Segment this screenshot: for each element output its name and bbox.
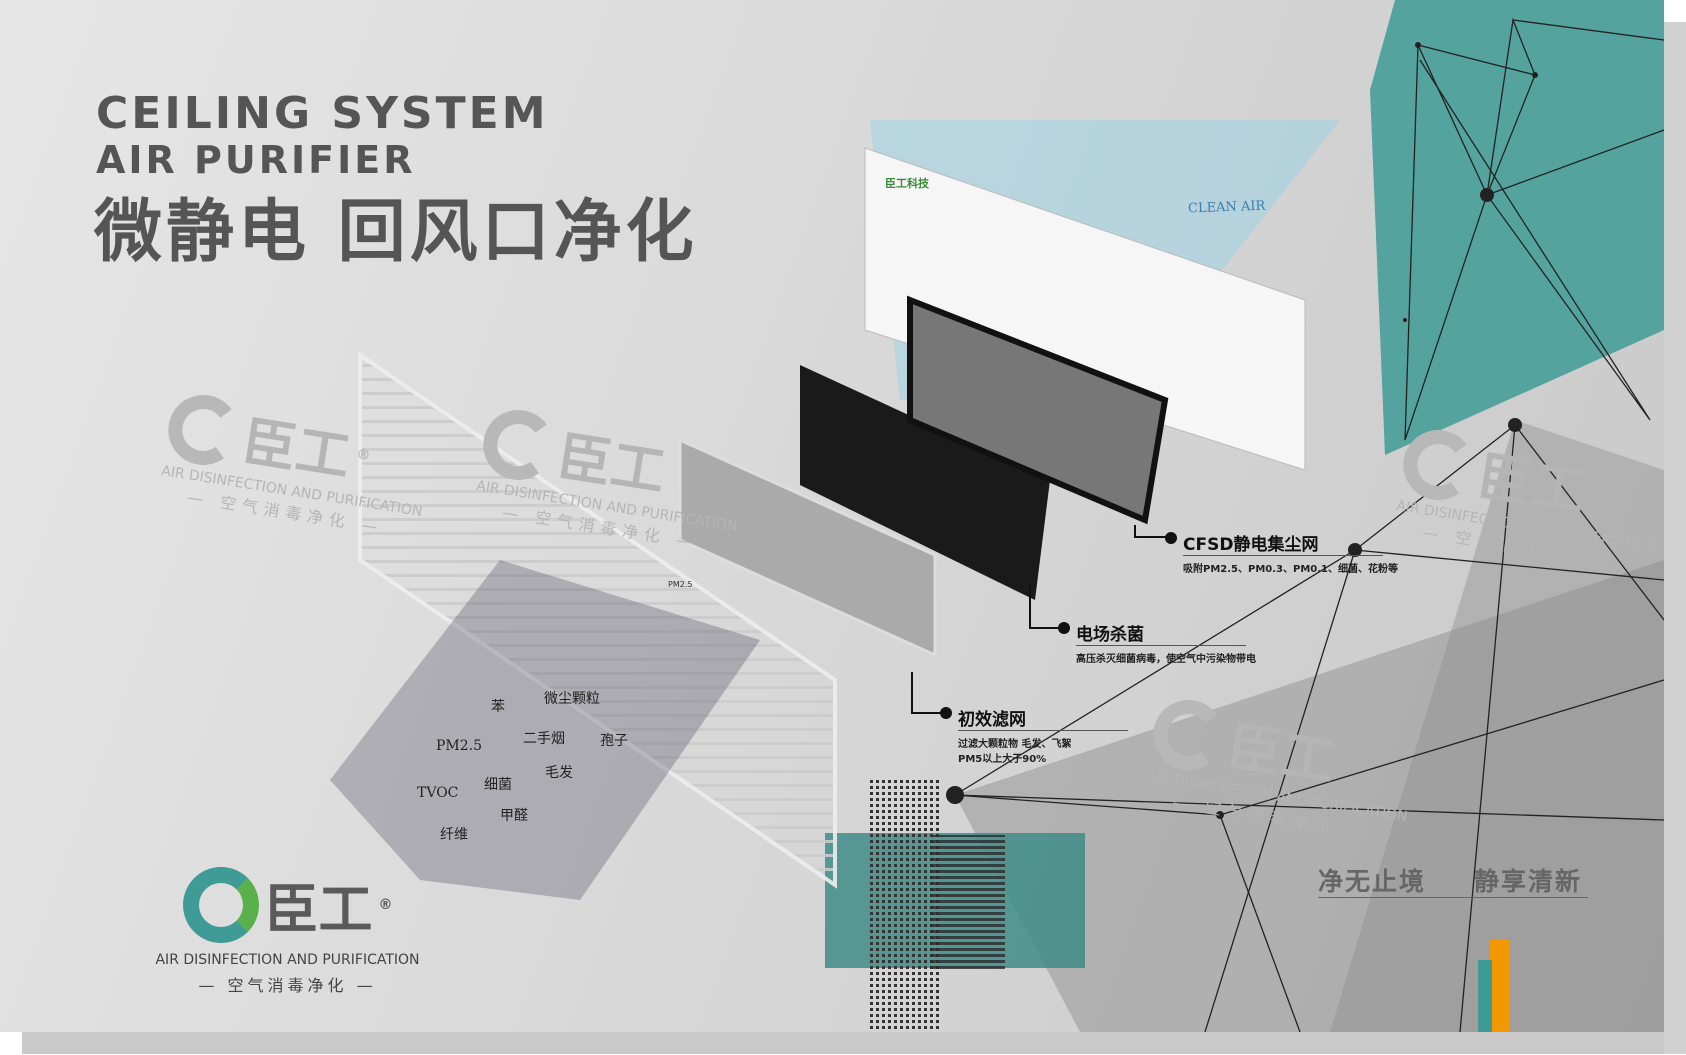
callout-dot: [1165, 532, 1177, 544]
callout-line: [1134, 525, 1170, 538]
component-desc: 高压杀灭细菌病毒，使空气中污染物带电: [1076, 654, 1256, 665]
pollutant-label: 孢子: [600, 733, 628, 749]
callout-dot: [1058, 622, 1070, 634]
component-desc: PM5以上大于90%: [958, 754, 1047, 765]
pollutant-label: 毛发: [545, 765, 573, 781]
divider: [1076, 645, 1246, 646]
divider: [958, 730, 1128, 731]
teal-bar: [1478, 960, 1492, 1032]
brand-name: 臣工: [264, 878, 373, 941]
poster-shadow-bottom: [22, 1032, 1664, 1054]
slogan-right: 静享清新: [1474, 867, 1583, 896]
orange-bar: [1490, 940, 1510, 1032]
component-title: CFSD静电集尘网: [1183, 535, 1319, 555]
cfsd-collector: [907, 295, 1169, 525]
title-line2: AIR PURIFIER: [96, 138, 416, 182]
component-desc: 吸附PM2.5、PM0.3、PM0.1、细菌、花粉等: [1183, 564, 1398, 575]
device-brand-label: 臣工科技: [885, 177, 929, 190]
line-pattern: [930, 835, 1005, 970]
clean-air-label: CLEAN AIR: [1187, 198, 1266, 217]
brand-tagline-en: AIR DISINFECTION AND PURIFICATION: [155, 952, 420, 968]
brand-g-icon: [478, 404, 559, 485]
brand-logo: 臣工 ® AIR DISINFECTION AND PURIFICATION —…: [145, 865, 430, 996]
divider: [1183, 555, 1383, 556]
pollutant-label: 甲醛: [500, 808, 528, 824]
pollutant-label: 二手烟: [523, 731, 565, 747]
title-line1: CEILING SYSTEM: [96, 88, 549, 139]
poster: CEILING SYSTEM AIR PURIFIER 微静电 回风口净化 臣工…: [0, 0, 1664, 1032]
registered-mark: ®: [355, 445, 372, 464]
component-desc: 过滤大颗粒物 毛发、飞絮: [958, 739, 1072, 750]
component-title: 初效滤网: [958, 710, 1026, 730]
callout-dot: [940, 707, 952, 719]
slogan-left: 净无止境: [1318, 867, 1427, 896]
electric-field-module: [800, 365, 1050, 600]
poster-shadow-right: [1664, 22, 1686, 1054]
geometric-background: [330, 0, 1664, 1032]
primary-filter: [678, 437, 937, 658]
brand-g-icon: [163, 389, 244, 470]
brand-g-icon: [1398, 424, 1479, 505]
brand-g-icon: [1148, 694, 1229, 775]
pollutant-label: TVOC: [417, 785, 459, 801]
grey-polygon-2: [955, 560, 1664, 1032]
filter-pm-label: PM2.5: [668, 580, 693, 589]
pollutant-label: 纤维: [440, 827, 468, 843]
brand-tagline-cn: — 空气消毒净化 —: [198, 976, 377, 995]
ceiling-panel: [864, 147, 1306, 471]
grey-polygon: [1330, 420, 1664, 1032]
component-primary-filter: 初效滤网 过滤大颗粒物 毛发、飞絮 PM5以上大于90%: [940, 705, 1128, 765]
slogan-divider: [1318, 897, 1588, 898]
component-electric-field: 电场杀菌 高压杀灭细菌病毒，使空气中污染物带电: [1058, 620, 1256, 665]
pollutant-label: 微尘颗粒: [544, 691, 600, 707]
brand-leaf-icon: [182, 866, 259, 943]
polluted-air-stream: [330, 560, 760, 900]
component-title: 电场杀菌: [1076, 625, 1144, 645]
pollutant-label: 苯: [491, 699, 505, 715]
pollutant-label: 细菌: [484, 777, 512, 793]
pollutant-label: PM2.5: [436, 738, 483, 754]
title-chinese: 微静电 回风口净化: [94, 193, 698, 272]
network-nodes: [946, 42, 1538, 819]
teal-polygon: [1370, 0, 1664, 455]
registered-mark: ®: [378, 896, 393, 913]
grille-cover: [358, 351, 837, 889]
component-cfsd: CFSD静电集尘网 吸附PM2.5、PM0.3、PM0.1、细菌、花粉等: [1165, 530, 1398, 575]
callout-line: [911, 672, 945, 714]
dot-pattern: [870, 780, 940, 1030]
callout-line: [1029, 585, 1065, 629]
